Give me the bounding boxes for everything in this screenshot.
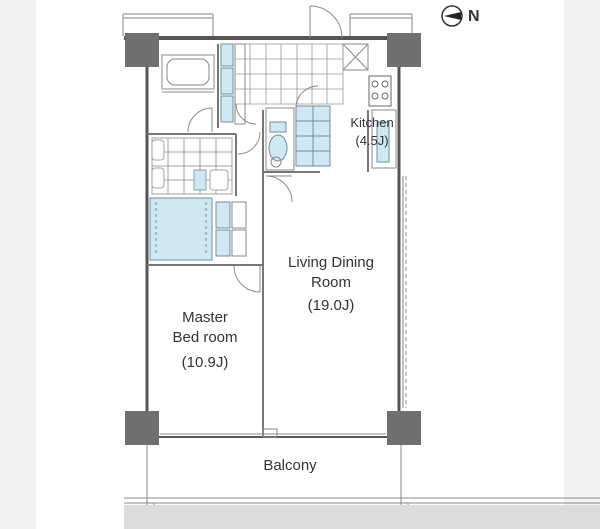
master-bedroom-label: Master Bed room (10.9J)	[158, 308, 252, 373]
interior-walls	[147, 44, 369, 437]
structural-columns	[125, 33, 421, 445]
kitchen-name: Kitchen	[350, 115, 394, 130]
bathroom-tiles	[234, 43, 344, 105]
master-size: (10.9J)	[181, 353, 229, 371]
kitchen-counter	[295, 105, 331, 167]
compass-needle-icon	[444, 12, 461, 20]
living-size: (19.0J)	[307, 296, 355, 314]
balcony-edge-fill	[124, 505, 600, 529]
entrance-storage	[342, 43, 369, 71]
living-dining-label: Living Dining Room (19.0J)	[272, 253, 390, 316]
column-ne	[387, 33, 421, 67]
living-name-line2: Room	[310, 274, 351, 292]
kitchen-size: (4.5J)	[355, 132, 389, 148]
toilet	[265, 107, 295, 171]
north-compass	[441, 5, 463, 27]
kitchen-sink	[371, 109, 397, 169]
master-name-line1: Master	[182, 309, 228, 326]
column-sw	[125, 411, 159, 445]
balcony-label: Balcony	[263, 457, 317, 474]
bedroom-closet	[149, 197, 247, 261]
compass-north-letter: N	[468, 8, 480, 25]
laundry-area	[151, 137, 233, 195]
column-se	[387, 411, 421, 445]
living-name-line1: Living Dining	[288, 254, 374, 271]
north-railing	[122, 13, 413, 36]
left-margin-band	[0, 0, 36, 529]
kitchen-label: Kitchen (4.5J)	[348, 114, 396, 149]
column-nw	[125, 33, 159, 67]
right-margin-band	[564, 0, 600, 529]
interior-doors	[187, 85, 319, 293]
stove	[368, 75, 392, 107]
south-sliding-doors	[160, 428, 386, 438]
east-window	[402, 176, 407, 408]
bathtub	[161, 54, 215, 93]
wash-cabinets	[220, 43, 246, 125]
entrance-door	[309, 5, 343, 39]
master-name-line2: Bed room	[172, 329, 238, 347]
